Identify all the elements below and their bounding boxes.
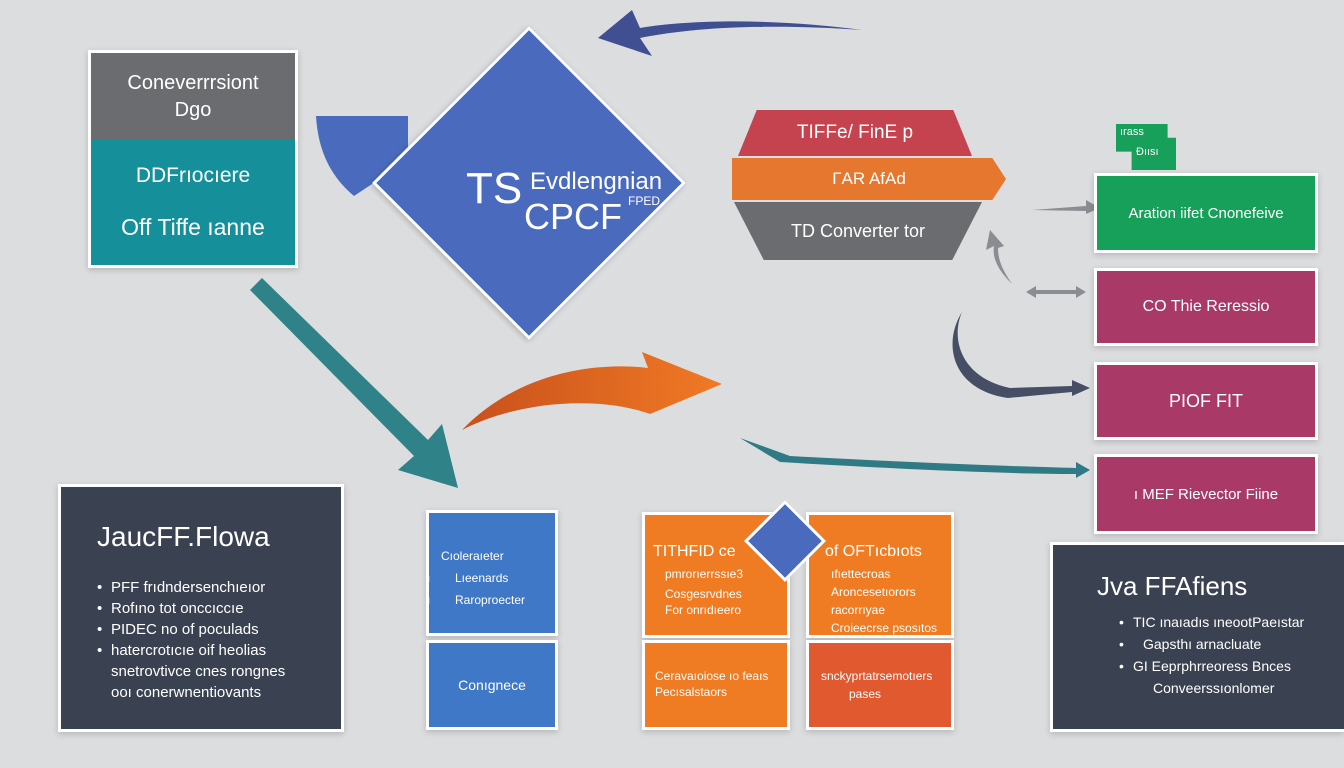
- list-item: PIDEC no of poculads: [97, 619, 285, 640]
- right-box-green-text: Aration iifet Cnonefeive: [1128, 204, 1284, 222]
- bottom-right-title: Jva FFAfiens: [1097, 571, 1248, 601]
- orange-tr-line1: ıfıettecroas: [831, 567, 891, 581]
- hexagon-row-2: ΓAR AfAd: [732, 158, 1006, 200]
- orange-tr-line4: Croieecrse psosıtos: [831, 621, 938, 635]
- top-left-body: DDFrıocıere Off Tiffe ıanne: [91, 140, 295, 265]
- orange-box-top-right: of OFTıcbıots ıfıettecroas Aroncesetıoro…: [806, 512, 954, 638]
- blue-quarter-shape: [316, 116, 408, 196]
- bottom-left-title: JaucFF.Flowa: [97, 521, 270, 552]
- list-item: Gapsthı arnacluate: [1119, 633, 1304, 655]
- right-box-magenta-3: ı MEF Rievector Fiine: [1094, 454, 1318, 534]
- orange-br-line1: snckyprtatrsemotıers: [821, 669, 933, 683]
- diamond-text-topright: Evdlengnian: [530, 168, 663, 195]
- right-box-green: Aration iifet Cnonefeive: [1094, 173, 1318, 253]
- blue-box-bottom: Conıgnece: [426, 640, 558, 730]
- orange-tr-line2: Aroncesetıorors: [831, 585, 916, 599]
- top-left-line1: Coneverrrsiont: [127, 71, 259, 94]
- bottom-right-list: TIC ınaıadıs ıneootPaeıstar Gapsthı arna…: [1119, 611, 1304, 699]
- orange-tr-title: of OFTıcbıots: [825, 543, 922, 560]
- blue-box-top: Cıoleraıeter Lıeenards Raroproecter: [426, 510, 558, 636]
- orange-tl-line3: For onrıdıeero: [665, 603, 742, 617]
- hexagon-row-3: TD Converter tor: [734, 202, 982, 260]
- list-item: Raroproecter: [427, 589, 525, 611]
- blue-box-top-list: Cıoleraıeter Lıeenards Raroproecter: [427, 545, 525, 611]
- right-box-magenta-2: PIOF FIT: [1094, 362, 1318, 440]
- top-left-header: Coneverrrsiont Dgo: [91, 53, 295, 140]
- right-box-magenta-1: CO Thie Reressio: [1094, 268, 1318, 346]
- list-item: hatercrotıcıe oif heolias: [97, 640, 285, 661]
- bottom-right-box: Jva FFAfiens TIC ınaıadıs ıneootPaeıstar…: [1050, 542, 1344, 732]
- arrow-double-gray: [1026, 286, 1086, 298]
- list-item: TIC ınaıadıs ıneootPaeıstar: [1119, 611, 1304, 633]
- list-item: ooı conerwnentiovants: [111, 684, 262, 701]
- arrow-teal-right: [740, 438, 1090, 478]
- list-item: Lıeenards: [427, 567, 525, 589]
- arrow-to-green: [1032, 200, 1100, 214]
- right-box-magenta-3-text: ı MEF Rievector Fiine: [1133, 485, 1279, 503]
- orange-bl-line1: Ceravaıoiose ıo feaıs: [655, 669, 769, 683]
- diamond-text-small: FPED: [628, 194, 661, 208]
- list-item: GI Eeprphrreoress Bnces: [1119, 655, 1304, 677]
- orange-bl-line2: Pecısalstaors: [655, 685, 728, 699]
- arrow-dark-curve: [952, 312, 1090, 398]
- hexagon-row-3-text: TD Converter tor: [790, 220, 926, 241]
- arrow-teal-diagonal: [250, 278, 458, 488]
- orange-tr-line3: racorrıyae: [831, 603, 886, 617]
- top-left-line4: Off Tiffe ıanne: [121, 214, 265, 240]
- list-item: snetrovtivce cnes rongnes: [111, 663, 286, 680]
- orange-box-bottom-left: Ceravaıoiose ıo feaıs Pecısalstaors: [642, 640, 790, 730]
- orange-box-bottom-right: snckyprtatrsemotıers pases: [806, 640, 954, 730]
- blue-box-bottom-text: Conıgnece: [458, 677, 526, 693]
- arrow-top-left: [598, 10, 862, 56]
- green-tag-line1: ırass: [1120, 126, 1144, 138]
- hexagon-row-1: TIFFe/ FinE p: [738, 110, 972, 156]
- hexagon-row-2-text: ΓAR AfAd: [832, 169, 906, 188]
- arrow-gray-up: [986, 230, 1012, 284]
- top-left-box: Coneverrrsiont Dgo DDFrıocıere Off Tiffe…: [88, 50, 298, 268]
- orange-br-line2: pases: [849, 687, 882, 701]
- green-tag-line2: Ðıısı: [1136, 146, 1159, 158]
- top-left-line2: Dgo: [174, 98, 212, 121]
- list-item: PFF frıdndersenchıeıor: [97, 577, 285, 598]
- arrow-orange-curve: [462, 352, 722, 430]
- orange-tl-title: TITHFID ce: [653, 543, 736, 560]
- list-item: Conveerssıonlomer: [1153, 680, 1275, 696]
- bottom-left-box: JaucFF.Flowa PFF frıdndersenchıeıor Rofı…: [58, 484, 344, 732]
- diamond-text-main: TS: [466, 164, 523, 213]
- list-item: Rofıno tot onccıccıe: [97, 598, 285, 619]
- list-item: Cıoleraıeter: [441, 549, 504, 563]
- diamond-text-bottom: CPCF: [524, 196, 622, 237]
- hexagon-row-1-text: TIFFe/ FinE p: [796, 122, 914, 143]
- right-box-magenta-1-text: CO Thie Reressio: [1142, 298, 1270, 315]
- right-box-magenta-2-text: PIOF FIT: [1169, 390, 1243, 411]
- orange-tl-line1: pmrorıerrssıe3: [665, 567, 744, 581]
- bottom-left-list: PFF frıdndersenchıeıor Rofıno tot onccıc…: [97, 577, 286, 703]
- top-left-line3: DDFrıocıere: [135, 164, 251, 187]
- orange-tl-line2: Cosgesrvdnes: [665, 587, 742, 601]
